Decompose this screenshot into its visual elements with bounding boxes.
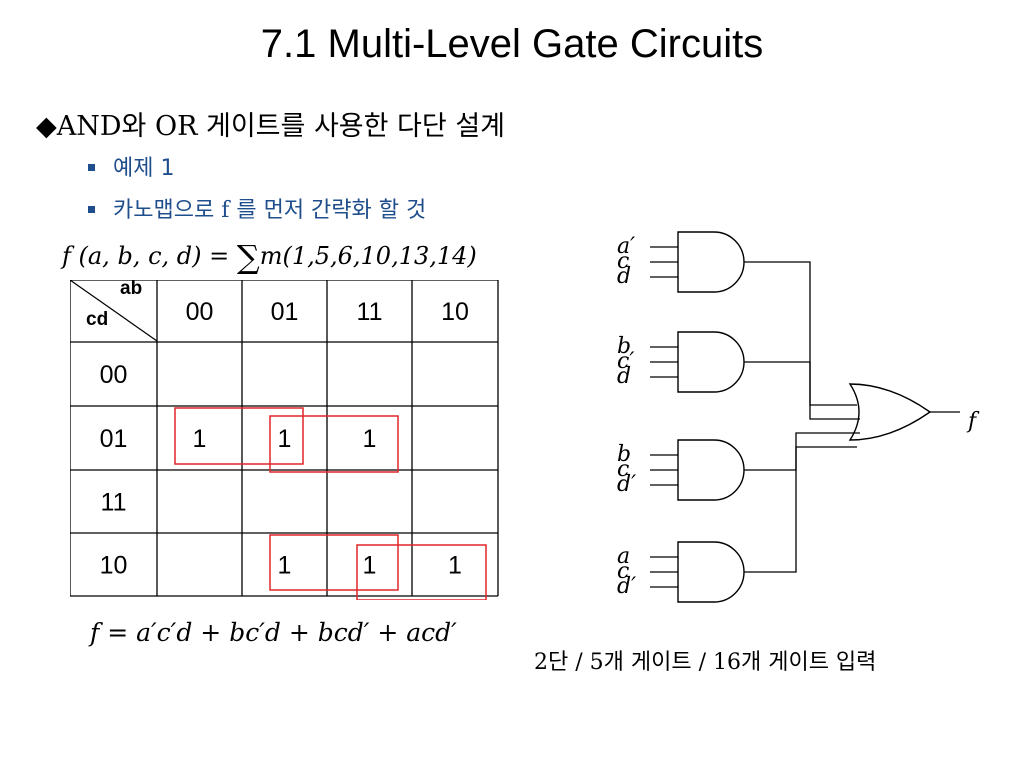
kmap-col-header: 10 (441, 298, 469, 326)
gate-input-label: b (617, 334, 631, 359)
kmap-row-header: 11 (101, 489, 127, 517)
or-gate-icon (848, 383, 932, 441)
kmap-cell-value: 1 (363, 425, 377, 453)
kmap-cell-value: 1 (278, 552, 292, 580)
kmap-col-header: 01 (271, 298, 299, 326)
and-gate-icon (677, 541, 745, 603)
and-to-or-wire (744, 361, 860, 420)
kmap-group-outline (174, 407, 304, 465)
sigma-symbol: ∑ (236, 238, 260, 276)
main-bullet-text: AND와 OR 게이트를 사용한 다단 설계 (56, 111, 505, 142)
gate-input-label: c (617, 457, 629, 482)
gate-input-label: c (617, 559, 629, 584)
kmap-group-outline (356, 544, 487, 600)
gate-input-label: d′ (617, 472, 636, 497)
and-gate-icon (677, 331, 745, 393)
sub-item-instruction-after: 를 먼저 간략화 할 것 (229, 198, 427, 223)
kmap-corner-cd: cd (86, 309, 108, 330)
gate-input-label: d (617, 264, 631, 289)
square-bullet-icon (88, 206, 95, 213)
and-to-or-wire (744, 446, 857, 573)
kmap-col-header: 00 (186, 298, 214, 326)
gate-input-label: a′ (617, 234, 635, 259)
main-bullet: ◆AND와 OR 게이트를 사용한 다단 설계 (36, 104, 505, 143)
and-gate-icon (677, 439, 745, 501)
kmap-row-header: 10 (100, 552, 128, 580)
gate-input-label: b (617, 442, 631, 467)
kmap-group-outline (269, 534, 399, 591)
function-lhs: f (a, b, c, d) = (62, 242, 230, 270)
sub-item-example: 예제 1 (88, 150, 174, 182)
output-label: f (966, 409, 980, 434)
sub-item-instruction: 카노맵으로 f 를 먼저 간략화 할 것 (88, 192, 426, 224)
kmap-cell-value: 1 (278, 425, 292, 453)
simplified-expression: f = a′c′d + bc′d + bcd′ + acd′ (90, 618, 457, 647)
function-rhs: m(1,5,6,10,13,14) (259, 242, 477, 270)
slide-title: 7.1 Multi-Level Gate Circuits (260, 22, 764, 66)
kmap-corner-ab: ab (120, 280, 142, 299)
kmap-cell-value: 1 (193, 425, 207, 453)
kmap-cell-value: 1 (448, 552, 462, 580)
kmap-row-header: 00 (100, 361, 128, 389)
kmap-group-outline (269, 415, 399, 473)
kmap-col-header: 11 (357, 298, 383, 326)
sub-item-instruction-var: f (221, 198, 230, 223)
gate-input-label: c (617, 249, 629, 274)
gate-input-label: c′ (617, 349, 634, 374)
and-to-or-wire (744, 261, 857, 406)
kmap-cell-value: 1 (363, 552, 377, 580)
simplified-expression-text: f = a′c′d + bc′d + bcd′ + acd′ (90, 618, 457, 647)
gate-input-label: a (617, 544, 630, 569)
function-definition: f (a, b, c, d) = ∑m(1,5,6,10,13,14) (62, 234, 477, 276)
square-bullet-icon (88, 164, 95, 171)
kmap-corner-diagonal (70, 280, 158, 342)
gate-input-label: d (617, 364, 631, 389)
and-to-or-wire (744, 432, 860, 471)
circuit-caption: 2단 / 5개 게이트 / 16개 게이트 입력 (534, 650, 877, 675)
and-gate-icon (677, 231, 745, 293)
kmap-row-header: 01 (100, 425, 128, 453)
sub-item-instruction-before: 카노맵으로 (113, 198, 222, 223)
kmap-grid (70, 280, 499, 597)
gate-input-label: d′ (617, 574, 636, 599)
sub-item-example-text: 예제 1 (113, 156, 175, 181)
diamond-bullet-icon: ◆ (36, 111, 57, 142)
